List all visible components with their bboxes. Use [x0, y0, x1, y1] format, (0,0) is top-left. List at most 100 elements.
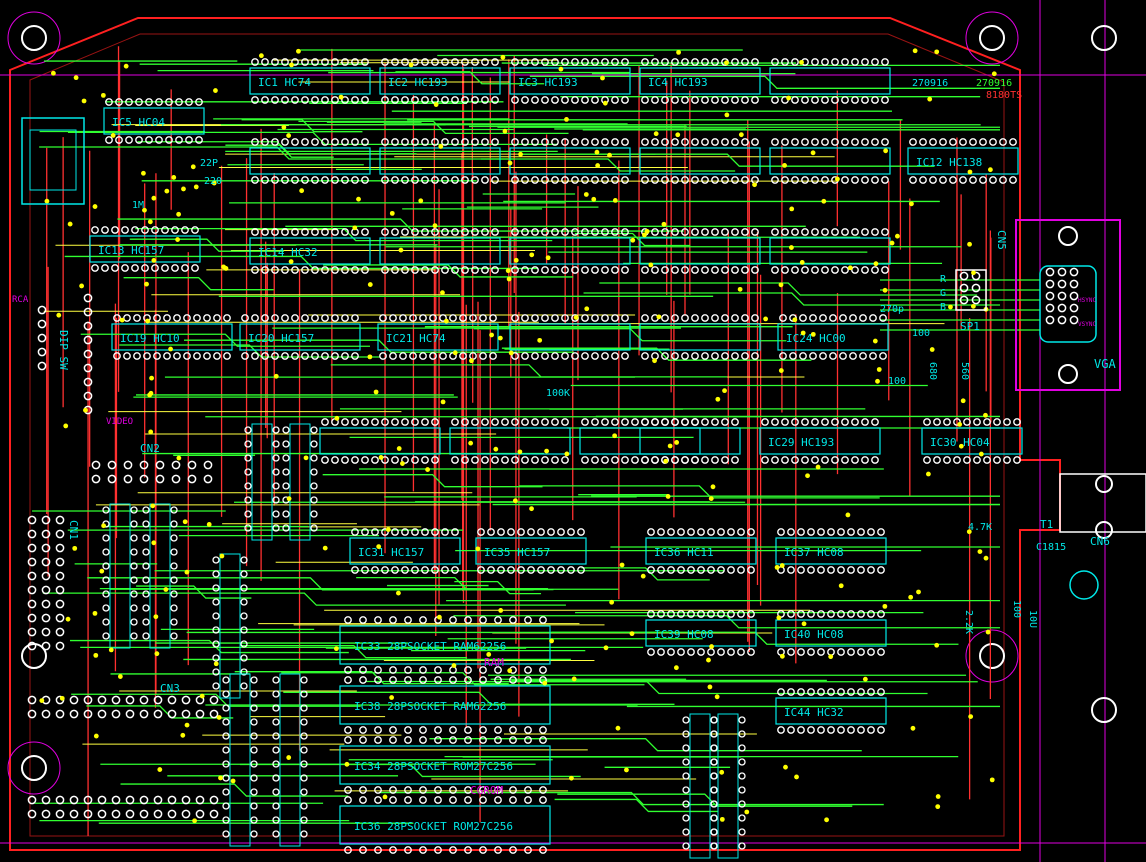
pad-icon — [701, 138, 709, 146]
via-icon — [497, 335, 503, 341]
pad-icon — [711, 266, 719, 274]
pad-icon — [881, 228, 889, 236]
pad-icon — [539, 796, 547, 804]
vertical-ic-footprint — [272, 673, 308, 847]
pad-icon — [381, 566, 389, 574]
via-icon — [206, 522, 212, 527]
pad-icon — [531, 314, 539, 322]
pad-icon — [539, 736, 547, 744]
pad-icon — [541, 352, 549, 360]
via-icon — [652, 358, 657, 364]
pin-icon — [1069, 279, 1079, 289]
pad-icon — [441, 528, 449, 536]
pin-icon — [83, 377, 93, 387]
pad-icon — [661, 352, 669, 360]
pad-icon — [817, 688, 825, 696]
ic-ref-label: IC30 HC04 — [930, 436, 990, 449]
pin-icon — [171, 460, 181, 470]
pad-icon — [841, 138, 849, 146]
via-icon — [710, 484, 716, 490]
via-icon — [724, 60, 729, 66]
pad-icon — [621, 96, 629, 104]
pin-icon — [125, 695, 135, 705]
pad-icon — [371, 418, 379, 426]
pad-icon — [781, 138, 789, 146]
cap-22p-label: 22P — [200, 158, 218, 169]
pad-icon — [877, 566, 885, 574]
pad-icon — [697, 648, 705, 656]
pad-icon — [301, 352, 309, 360]
via-icon — [506, 276, 512, 282]
pad-icon — [541, 58, 549, 66]
pad-icon — [738, 758, 746, 766]
pad-icon — [163, 352, 171, 360]
pad-icon — [361, 58, 369, 66]
pad-icon — [701, 58, 709, 66]
pin-icon — [125, 809, 135, 819]
ic-ref-label: IC14 HC32 — [258, 246, 318, 259]
via-icon — [722, 388, 727, 394]
pad-icon — [111, 264, 119, 272]
pad-icon — [999, 138, 1007, 146]
via-icon — [828, 654, 834, 660]
ic-footprint: IC30 HC04 — [921, 418, 1023, 464]
pad-icon — [811, 96, 819, 104]
pad-icon — [344, 726, 352, 734]
pad-icon — [244, 524, 252, 532]
pad-icon — [374, 846, 382, 854]
top-trace — [322, 474, 543, 488]
ic-footprint: IC3 HC193 — [509, 58, 631, 104]
pad-icon — [222, 676, 230, 684]
pad-icon — [195, 98, 203, 106]
sp1-label: SP1 — [960, 320, 980, 333]
pad-icon — [111, 226, 119, 234]
cn1-label: CN1 — [67, 520, 80, 540]
pad-icon — [135, 136, 143, 144]
ic-footprint — [639, 138, 761, 184]
pad-icon — [311, 314, 319, 322]
pad-icon — [641, 314, 649, 322]
pad-icon — [389, 616, 397, 624]
pad-icon — [701, 176, 709, 184]
pad-icon — [351, 266, 359, 274]
via-icon — [517, 449, 523, 455]
via-icon — [59, 695, 65, 701]
pad-icon — [391, 96, 399, 104]
pad-icon — [949, 176, 957, 184]
pin-icon — [181, 809, 191, 819]
pad-icon — [143, 352, 151, 360]
pad-icon — [710, 758, 718, 766]
mounting-hole-icon — [21, 643, 47, 669]
pad-icon — [142, 590, 150, 598]
via-icon — [707, 684, 713, 690]
pad-icon — [621, 352, 629, 360]
ic-footprint: IC29 HC193 — [759, 418, 881, 464]
via-icon — [378, 455, 384, 460]
ic-footprint — [249, 138, 371, 184]
pin-icon — [1045, 267, 1055, 277]
pad-icon — [113, 314, 121, 322]
pad-icon — [591, 266, 599, 274]
pad-icon — [847, 610, 855, 618]
via-icon — [356, 196, 361, 202]
pad-icon — [271, 266, 279, 274]
pad-icon — [731, 418, 739, 426]
pad-icon — [727, 566, 735, 574]
pad-icon — [193, 352, 201, 360]
via-icon — [498, 608, 504, 613]
via-icon — [706, 657, 711, 663]
top-trace — [80, 333, 370, 347]
pad-icon — [451, 228, 459, 236]
pad-icon — [741, 138, 749, 146]
via-icon — [648, 262, 654, 268]
pin-icon — [125, 709, 135, 719]
pad-icon — [791, 96, 799, 104]
pad-icon — [361, 228, 369, 236]
pad-icon — [667, 610, 675, 618]
via-icon — [583, 192, 589, 197]
pad-icon — [511, 228, 519, 236]
via-icon — [789, 206, 795, 212]
via-icon — [607, 152, 612, 158]
pad-icon — [240, 556, 248, 564]
via-icon — [571, 676, 577, 682]
